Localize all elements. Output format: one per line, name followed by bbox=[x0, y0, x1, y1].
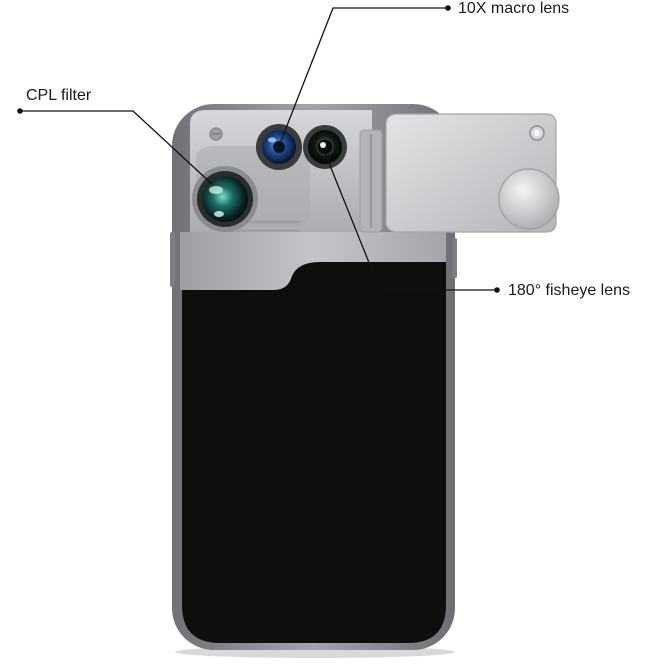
callout-lines bbox=[20, 7, 497, 291]
side-button-left bbox=[170, 232, 175, 287]
cpl-filter-lens bbox=[202, 176, 248, 222]
callout-dot-macro bbox=[445, 5, 451, 11]
callout-line-macro bbox=[280, 7, 448, 142]
callout-line-cpl bbox=[20, 110, 214, 186]
callout-dot-cpl bbox=[17, 108, 23, 114]
case-band bbox=[180, 232, 446, 290]
callout-cpl-filter: CPL filter bbox=[26, 87, 92, 104]
side-button-right bbox=[452, 238, 457, 278]
callout-macro-lens: 10X macro lens bbox=[458, 0, 570, 17]
callout-fisheye-lens: 180° fisheye lens bbox=[508, 282, 631, 299]
callout-dot-fisheye bbox=[494, 287, 500, 293]
callout-line-fisheye bbox=[324, 152, 497, 291]
case-body bbox=[182, 232, 446, 643]
cover-knob bbox=[498, 168, 560, 230]
